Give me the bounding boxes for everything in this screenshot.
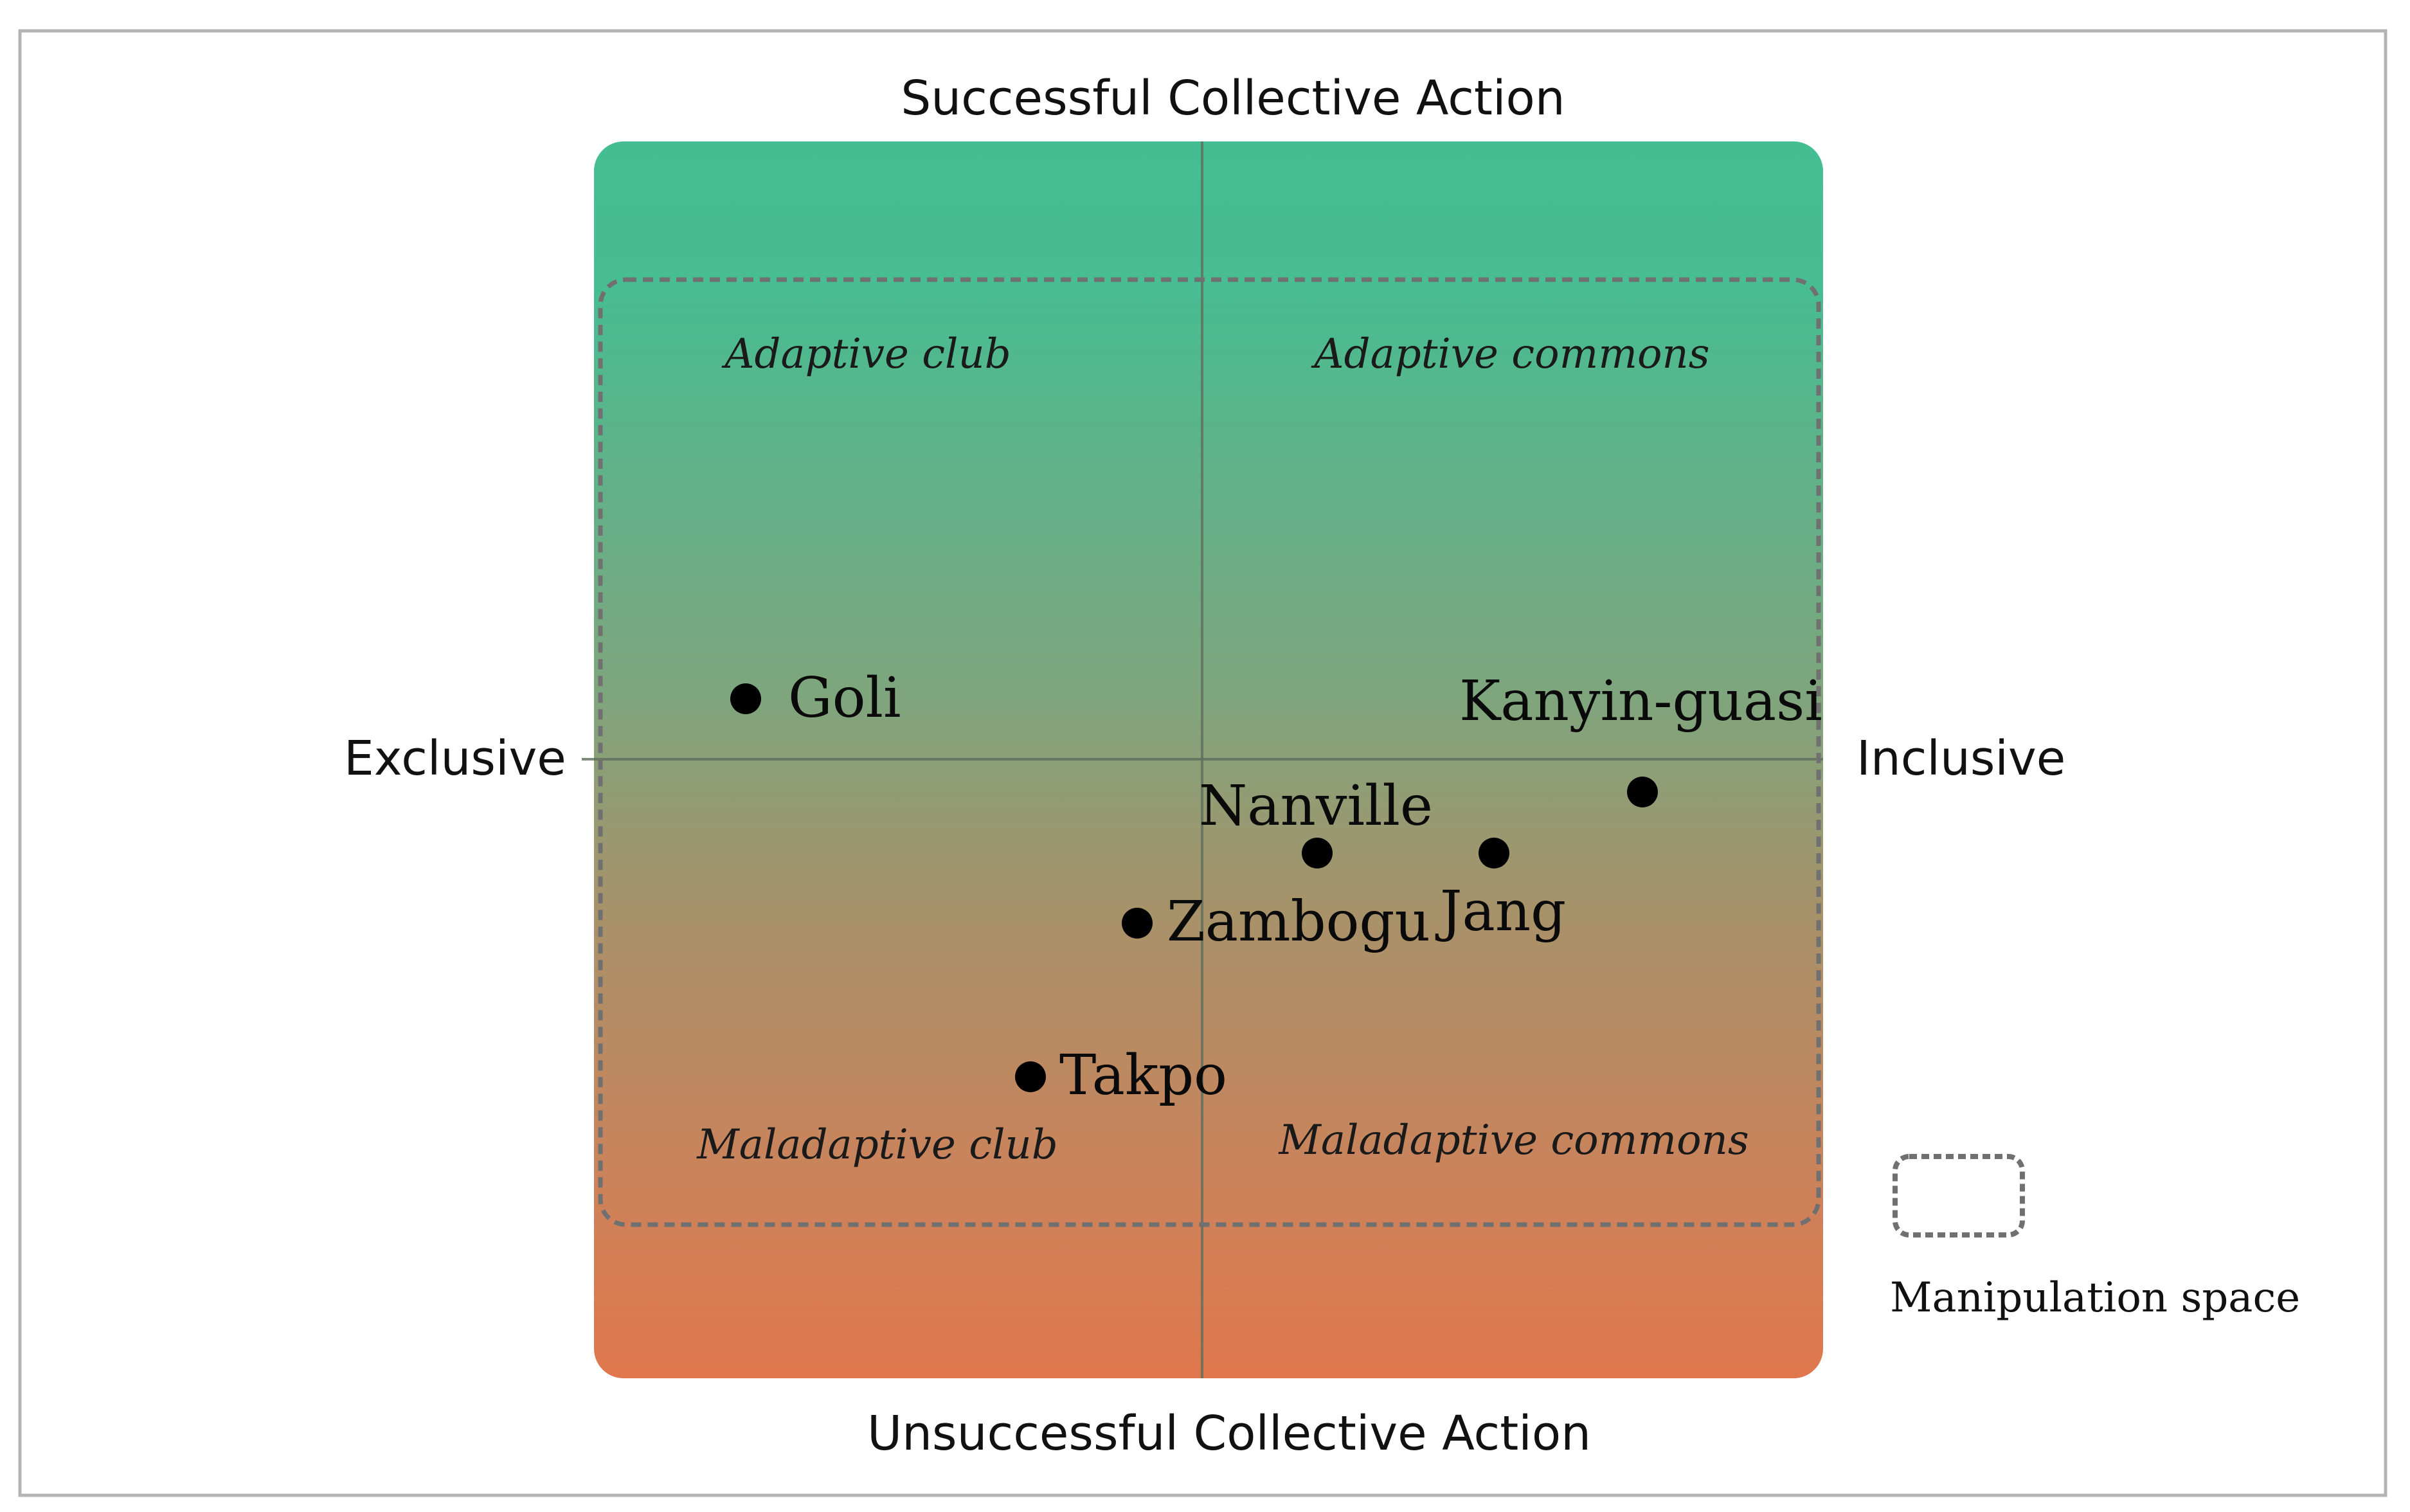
point-label-goli: Goli bbox=[788, 666, 901, 730]
quadrant-label-maladaptive-commons: Maladaptive commons bbox=[1278, 1117, 1749, 1164]
point-marker-jang bbox=[1479, 838, 1509, 869]
axis-label-left: Exclusive bbox=[344, 731, 566, 786]
point-marker-nanville bbox=[1302, 838, 1333, 869]
point-label-nanville: Nanville bbox=[1199, 774, 1433, 838]
point-marker-takpo bbox=[1015, 1061, 1046, 1092]
manipulation-space-region bbox=[598, 277, 1821, 1227]
point-label-kanyin-guasi: Kanyin-guasi bbox=[1459, 669, 1822, 734]
point-label-takpo: Takpo bbox=[1059, 1043, 1227, 1108]
point-label-jang: Jang bbox=[1435, 879, 1566, 944]
quadrant-label-maladaptive-club: Maladaptive club bbox=[696, 1121, 1057, 1169]
point-marker-zambogu bbox=[1122, 908, 1153, 939]
legend-label: Manipulation space bbox=[1890, 1274, 2300, 1322]
quadrant-label-adaptive-commons: Adaptive commons bbox=[1311, 330, 1709, 378]
quadrant-label-adaptive-club: Adaptive club bbox=[721, 330, 1011, 378]
point-marker-goli bbox=[730, 683, 761, 714]
point-marker-kanyin-guasi bbox=[1627, 777, 1658, 807]
axis-label-right: Inclusive bbox=[1857, 731, 2065, 786]
axis-label-bottom: Unsuccessful Collective Action bbox=[867, 1406, 1591, 1461]
legend-dashed-box bbox=[1893, 1154, 2025, 1238]
point-label-zambogu: Zambogu bbox=[1167, 890, 1430, 954]
axis-label-top: Successful Collective Action bbox=[901, 71, 1565, 126]
